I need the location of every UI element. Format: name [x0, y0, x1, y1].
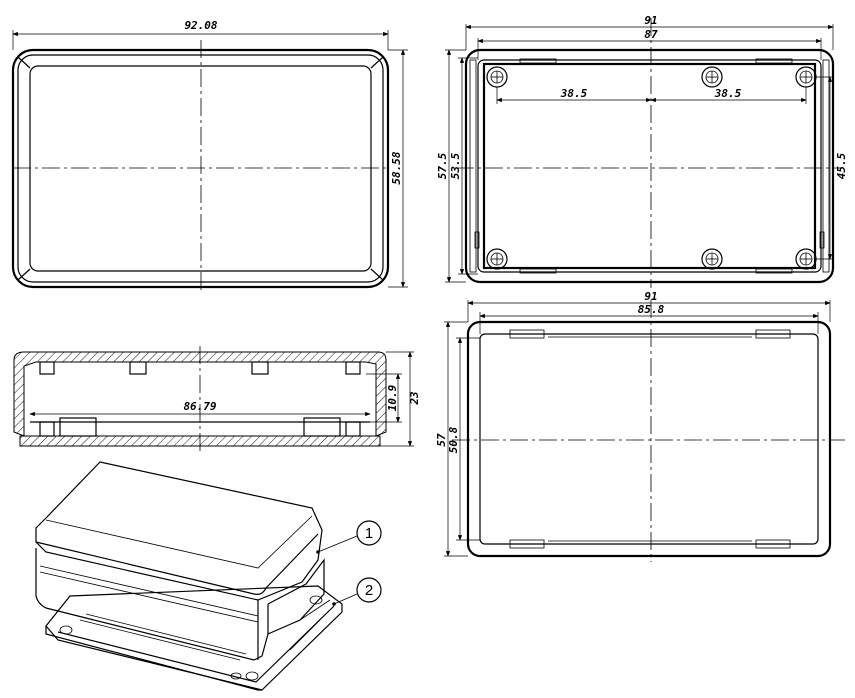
- screw-boss-top-center: [701, 66, 723, 88]
- dim-bottom-outer-height: 57.5: [436, 152, 449, 179]
- top-view-rim: [17, 54, 384, 283]
- dim-hole-vertical: 45.5: [835, 152, 848, 179]
- dim-lid-inner-height: 50.8: [447, 426, 460, 453]
- bottom-view-inner: [482, 62, 817, 270]
- bottom-view-outer: [464, 48, 835, 284]
- dim-section-length: 86.79: [183, 400, 216, 413]
- dim-lid-outer-width: 91: [644, 290, 657, 303]
- iso-enclosure-body: [35, 461, 325, 661]
- screw-boss-top-right: [795, 66, 817, 88]
- dim-bottom-outer-width: 91: [644, 14, 657, 27]
- lid-view-outer: [466, 320, 832, 558]
- section-shell: [13, 351, 387, 437]
- callout-part-2: 2: [332, 577, 382, 606]
- callout-label-2: 2: [365, 582, 373, 599]
- section-view: 86.79 10.9 23: [13, 346, 421, 452]
- dim-hole-spacing-left: 38.5: [560, 87, 588, 100]
- bottom-view: 91 87 38.5 38.5 57.5 53.5 45.5: [436, 14, 848, 288]
- dim-bottom-inner-width: 87: [644, 28, 658, 41]
- dim-bottom-inner-height: 53.5: [449, 152, 462, 179]
- callout-label-1: 1: [365, 525, 373, 542]
- dim-hole-spacing-right: 38.5: [714, 87, 742, 100]
- screw-boss-bottom-left: [486, 248, 508, 270]
- dim-top-height: 58.58: [390, 151, 403, 184]
- dim-lid-outer-height: 57: [435, 433, 448, 447]
- dim-lid-inner-width: 85.8: [638, 303, 665, 316]
- screw-boss-bottom-right: [795, 248, 817, 270]
- dim-section-inner-height: 10.9: [386, 384, 399, 411]
- top-view-outer: [11, 48, 390, 289]
- dim-top-width: 92.08: [184, 19, 217, 32]
- iso-base-plate: [45, 585, 343, 691]
- dim-section-total-height: 23: [408, 391, 421, 406]
- callout-part-1: 1: [316, 520, 382, 554]
- screw-boss-bottom-center: [701, 248, 723, 270]
- isometric-view: [35, 461, 343, 691]
- screw-boss-top-left: [486, 66, 508, 88]
- lid-view: 91 85.8 57 50.8: [435, 290, 845, 562]
- top-view-inner: [29, 65, 372, 272]
- lid-view-inner: [479, 333, 819, 545]
- top-view: 92.08 58.58: [11, 19, 408, 292]
- bottom-view-rim: [477, 59, 822, 273]
